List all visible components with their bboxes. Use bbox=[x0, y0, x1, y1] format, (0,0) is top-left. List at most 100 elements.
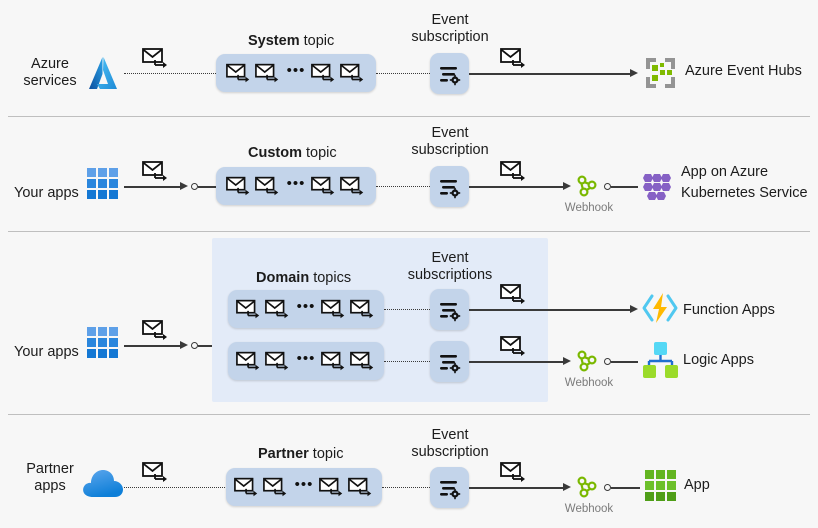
topic-envelope-icon bbox=[262, 475, 289, 499]
subscription-title-system: Event subscription bbox=[411, 12, 489, 45]
topic-envelope-icon bbox=[264, 297, 291, 321]
topic-box-domain-a[interactable]: ••• bbox=[228, 290, 384, 328]
event-envelope-icon bbox=[500, 46, 528, 70]
topic-envelope-icon bbox=[311, 61, 337, 85]
arrowhead-icon bbox=[180, 182, 188, 190]
row-domain-topics: Your apps Domain topics Event subscripti… bbox=[0, 232, 818, 414]
topic-box-custom[interactable]: ••• bbox=[216, 167, 376, 205]
source-label-azure-services: Azure services bbox=[23, 56, 77, 89]
topic-envelope-icon bbox=[233, 475, 260, 499]
webhook-label: Webhook bbox=[564, 377, 614, 389]
webhook-label: Webhook bbox=[564, 503, 614, 515]
topic-envelope-icon bbox=[225, 61, 252, 85]
connector-subscription-to-webhook bbox=[469, 186, 565, 188]
topic-ellipsis: ••• bbox=[286, 62, 306, 79]
topic-envelope-icon bbox=[319, 475, 345, 499]
azure-event-hubs-icon bbox=[644, 56, 677, 90]
function-apps-icon bbox=[641, 290, 679, 326]
subscription-title-custom: Event subscription bbox=[411, 125, 489, 158]
subscription-box-domain-b[interactable] bbox=[430, 341, 469, 382]
connector-to-domain-box bbox=[198, 345, 214, 347]
topic-envelope-icon bbox=[264, 349, 291, 373]
blue-grid-icon bbox=[86, 167, 120, 201]
topic-envelope-icon bbox=[254, 174, 281, 198]
webhook-label: Webhook bbox=[564, 202, 614, 214]
event-envelope-icon bbox=[500, 460, 528, 484]
connection-point-icon bbox=[191, 342, 198, 349]
row-custom-topic: Your apps Custom topic bbox=[0, 117, 818, 231]
connector-topic-to-subscription bbox=[376, 186, 430, 187]
row-divider-3 bbox=[8, 414, 810, 415]
topic-title-system: System topic bbox=[248, 33, 335, 49]
topic-box-system[interactable]: ••• bbox=[216, 54, 376, 92]
filter-gear-icon bbox=[437, 175, 463, 199]
connection-point-icon bbox=[604, 484, 611, 491]
filter-gear-icon bbox=[437, 298, 463, 322]
arrowhead-icon bbox=[563, 483, 571, 491]
handler-label-app: App bbox=[684, 477, 710, 493]
subscription-box-domain-a[interactable] bbox=[430, 289, 469, 330]
subscription-box-system[interactable] bbox=[430, 53, 469, 94]
topic-title-custom: Custom topic bbox=[248, 145, 337, 161]
topic-ellipsis: ••• bbox=[296, 298, 316, 315]
connector-subscription-to-webhook bbox=[469, 361, 565, 363]
handler-label-function-apps: Function Apps bbox=[683, 302, 775, 318]
event-envelope-icon bbox=[142, 460, 170, 484]
event-envelope-icon bbox=[142, 46, 170, 70]
topic-ellipsis: ••• bbox=[294, 476, 314, 493]
topic-envelope-icon bbox=[321, 297, 347, 321]
connector-to-topic-box bbox=[198, 186, 218, 188]
source-label-partner-apps: Partner apps bbox=[26, 461, 74, 494]
topic-envelope-icon bbox=[235, 297, 262, 321]
arrowhead-icon bbox=[563, 357, 571, 365]
connection-point-icon bbox=[191, 183, 198, 190]
green-grid-icon bbox=[644, 469, 678, 503]
arrowhead-icon bbox=[180, 341, 188, 349]
arrowhead-icon bbox=[563, 182, 571, 190]
row-partner-topic: Partner apps Partner topic ••• bbox=[0, 415, 818, 528]
topic-box-partner[interactable]: ••• bbox=[226, 468, 382, 506]
topic-envelope-icon bbox=[235, 349, 262, 373]
event-envelope-icon bbox=[142, 159, 170, 183]
connector-subscription-to-handler bbox=[469, 73, 632, 75]
event-envelope-icon bbox=[500, 282, 528, 306]
arrowhead-icon bbox=[630, 69, 638, 77]
arrowhead-icon bbox=[630, 305, 638, 313]
topic-box-domain-b[interactable]: ••• bbox=[228, 342, 384, 380]
handler-label-azure-event-hubs: Azure Event Hubs bbox=[685, 63, 802, 79]
kubernetes-icon bbox=[640, 171, 674, 203]
subscription-box-partner[interactable] bbox=[430, 467, 469, 508]
webhook-icon bbox=[574, 173, 600, 199]
connector-webhook-to-handler bbox=[611, 487, 640, 489]
source-label-your-apps: Your apps bbox=[14, 185, 79, 201]
connector-subscription-to-webhook bbox=[469, 487, 565, 489]
azure-logo-icon bbox=[86, 54, 120, 92]
connector-domain-b-to-subscription bbox=[384, 361, 430, 362]
webhook-icon bbox=[574, 348, 600, 374]
source-label-your-apps: Your apps bbox=[14, 344, 79, 360]
connector-source-to-topic bbox=[124, 73, 216, 74]
connector-source-to-topic bbox=[124, 487, 225, 488]
topic-ellipsis: ••• bbox=[296, 350, 316, 367]
connector-domain-a-to-subscription bbox=[384, 309, 430, 310]
topic-envelope-icon bbox=[350, 349, 376, 373]
subscription-box-custom[interactable] bbox=[430, 166, 469, 207]
connector-source-to-domain bbox=[124, 345, 181, 347]
topic-title-domain: Domain topics bbox=[256, 270, 352, 286]
handler-label-aks: App on Azure Kubernetes Service bbox=[681, 164, 808, 201]
row-divider-1 bbox=[8, 116, 810, 117]
cloud-icon bbox=[80, 465, 126, 503]
topic-envelope-icon bbox=[348, 475, 374, 499]
topic-envelope-icon bbox=[340, 61, 366, 85]
filter-gear-icon bbox=[437, 62, 463, 86]
connector-topic-to-subscription bbox=[376, 73, 430, 74]
handler-label-logic-apps: Logic Apps bbox=[683, 352, 754, 368]
connector-webhook-to-handler bbox=[611, 361, 638, 363]
connector-source-to-topic bbox=[124, 186, 181, 188]
topic-envelope-icon bbox=[311, 174, 337, 198]
subscription-title-partner: Event subscription bbox=[411, 427, 489, 460]
connector-subscription-to-function-apps bbox=[469, 309, 632, 311]
topic-title-partner: Partner topic bbox=[258, 446, 344, 462]
topic-envelope-icon bbox=[350, 297, 376, 321]
row-system-topic: Azure services bbox=[0, 0, 818, 116]
